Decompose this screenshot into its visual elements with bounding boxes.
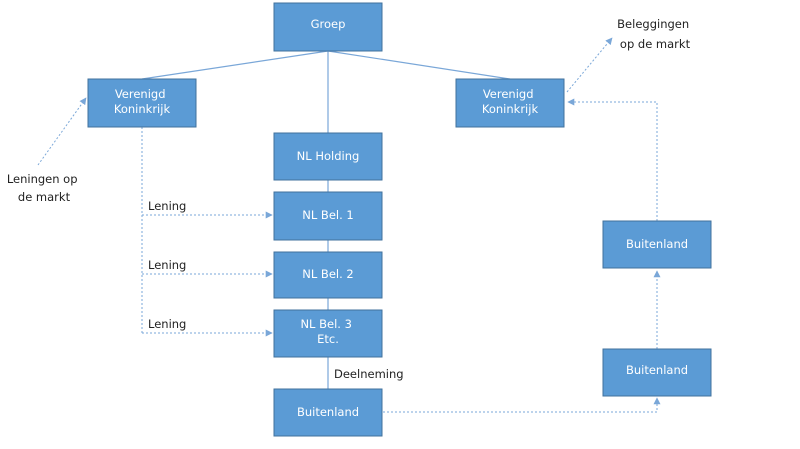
node-label: Verenigd Koninkrijk xyxy=(114,87,171,116)
label-deelneming: Deelneming xyxy=(334,367,404,381)
arrow-right-high-to-vk-right xyxy=(567,98,658,221)
arrow-buitenland-to-right-low xyxy=(383,397,661,413)
node-verenigd-koninkrijk-right: Verenigd Koninkrijk xyxy=(455,78,565,128)
node-label: NL Bel. 3 Etc. xyxy=(300,317,355,346)
arrow-beleggingen-op-de-markt xyxy=(566,37,613,93)
label-lening-2: Lening xyxy=(148,258,186,272)
node-label: Groep xyxy=(311,17,346,31)
node-label: NL Bel. 1 xyxy=(302,208,353,222)
label-lening-1: Lening xyxy=(148,199,186,213)
connector-groep-vk-left xyxy=(141,50,329,80)
node-buitenland-bottom: Buitenland xyxy=(273,388,383,437)
node-label: NL Holding xyxy=(297,149,360,163)
node-label: NL Bel. 2 xyxy=(302,267,353,281)
label-beleggingen-op-de-markt: Beleggingen op de markt xyxy=(617,17,693,51)
node-buitenland-right-high: Buitenland xyxy=(602,220,712,269)
node-label: Verenigd Koninkrijk xyxy=(482,87,539,116)
label-leningen-op-de-markt: Leningen op de markt xyxy=(7,172,81,204)
node-nl-bel-3: NL Bel. 3 Etc. xyxy=(273,309,383,358)
label-lening-3: Lening xyxy=(148,317,186,331)
node-groep: Groep xyxy=(273,2,383,52)
connector-groep-vk-right xyxy=(327,50,511,80)
node-label: Buitenland xyxy=(297,405,359,419)
node-verenigd-koninkrijk-left: Verenigd Koninkrijk xyxy=(87,78,197,128)
connectors xyxy=(37,37,661,413)
node-buitenland-right-low: Buitenland xyxy=(602,348,712,397)
node-nl-bel-1: NL Bel. 1 xyxy=(273,191,383,241)
node-nl-holding: NL Holding xyxy=(273,132,383,181)
node-label: Buitenland xyxy=(626,363,688,377)
node-nl-bel-2: NL Bel. 2 xyxy=(273,251,383,299)
node-label: Buitenland xyxy=(626,237,688,251)
arrow-leningen-op-de-markt xyxy=(37,97,87,166)
